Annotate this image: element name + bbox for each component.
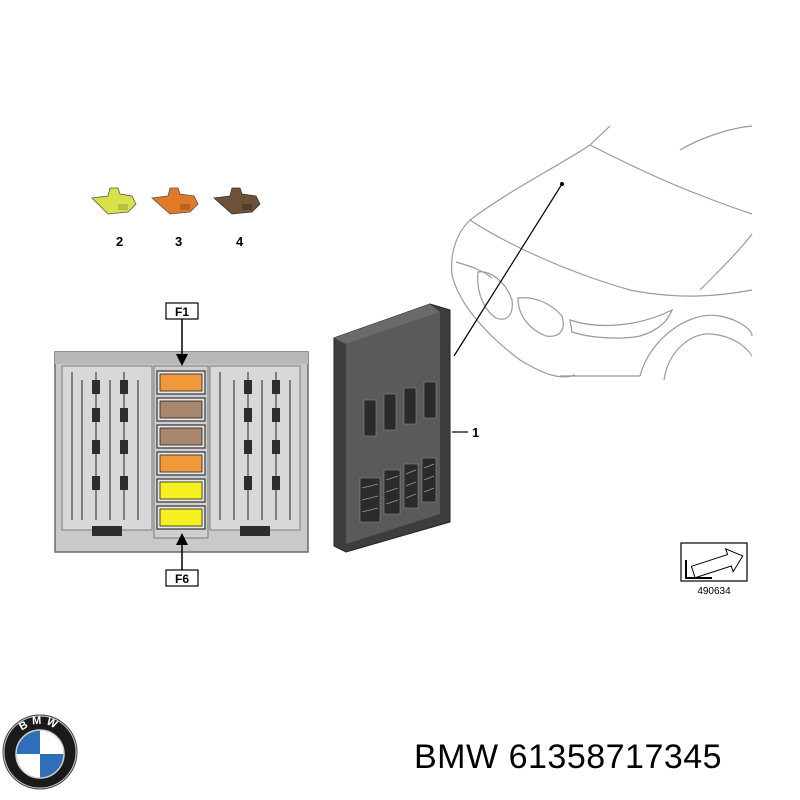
fuse-slot-f5	[159, 481, 203, 500]
fuse-slot-f3	[159, 427, 203, 446]
f1-label: F1	[175, 305, 189, 319]
f6-tag: F6	[165, 533, 199, 587]
f1-tag: F1	[165, 302, 199, 366]
fuse-4-icon	[213, 187, 261, 215]
fuse-3-icon	[151, 187, 199, 215]
diagram-id-symbol: 490634	[680, 542, 748, 597]
fuse-slot-f4	[159, 454, 203, 473]
car-outline	[450, 125, 753, 381]
fuse-slot-f1	[159, 373, 203, 392]
bmw-logo: BMW	[2, 714, 78, 790]
fuse-2-icon	[91, 187, 137, 215]
fuse-panel	[54, 351, 309, 553]
fuse-slot-stack	[156, 370, 206, 530]
callout-1: 1	[472, 425, 479, 440]
callout-3: 3	[175, 234, 182, 249]
brand-name: BMW	[414, 738, 499, 776]
callout-4: 4	[236, 234, 244, 249]
fuse-slot-f2	[159, 400, 203, 419]
part-number: 61358717345	[508, 738, 723, 776]
callout-2: 2	[116, 234, 123, 249]
fuse-slot-f6	[159, 508, 203, 527]
f6-label: F6	[175, 572, 189, 586]
control-module	[333, 303, 451, 553]
diagram-id: 490634	[697, 586, 731, 597]
